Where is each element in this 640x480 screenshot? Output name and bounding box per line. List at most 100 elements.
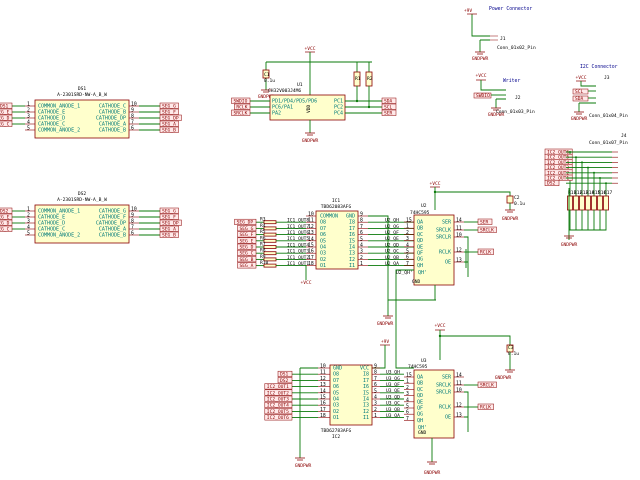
ds1-right-num: 9 bbox=[131, 108, 134, 114]
ds2-ref: DS2 bbox=[78, 191, 87, 197]
j4-resistor bbox=[573, 195, 579, 211]
ic2-left-num: 18 bbox=[320, 413, 326, 419]
ds2-left-label bbox=[0, 213, 13, 220]
ic2-left-pin: O7 bbox=[333, 378, 339, 384]
ds2-left-num: 2 bbox=[27, 213, 30, 219]
ic1-seg-label-text: SEG_B bbox=[240, 257, 254, 263]
u3-left-num: 2 bbox=[406, 385, 409, 391]
u3-left-num: 5 bbox=[406, 404, 409, 410]
ic2-left-num: 15 bbox=[320, 395, 326, 401]
u1-right-pin: PC2 bbox=[334, 105, 343, 111]
ds2-left-pin: CATHODE_E bbox=[38, 215, 65, 221]
display-ds2[interactable]: DS2 A-2301SRD-NW-A_B_W COMMON_ANODE_11DS… bbox=[0, 191, 182, 244]
j1-ref: J1 bbox=[500, 36, 506, 42]
u3-gnd-pin: GND bbox=[418, 430, 427, 436]
ds2-left-label-text: SEG_D bbox=[0, 221, 10, 227]
u2-right-num: 12 bbox=[456, 248, 462, 254]
power-connector[interactable]: Power Connector +9V GNDPWR J1 Conn_01x02… bbox=[464, 6, 536, 62]
u2-value: 74HC595 bbox=[410, 210, 430, 216]
ic2-out-label bbox=[264, 395, 293, 402]
mcu-u1[interactable]: +VCC C1 0.1u GNDPWR R1 R2 U1 CH32V003J4M… bbox=[231, 46, 397, 144]
ds1-left-num: 3 bbox=[27, 114, 30, 120]
ds2-right-label bbox=[159, 231, 179, 238]
net-label-scl-j3: SCL bbox=[575, 89, 584, 95]
u1-right-pin: PC4 bbox=[334, 111, 343, 117]
j4-net-label-text: IC2_OUT1 bbox=[547, 176, 569, 182]
svg-text:U2_QH': U2_QH' bbox=[396, 270, 413, 276]
u1-right-label-text: SER bbox=[384, 111, 393, 117]
gnd-symbol-j4: GNDPWR bbox=[561, 242, 578, 248]
u2-left-num: 6 bbox=[406, 255, 409, 261]
ic2-right-pin: I3 bbox=[363, 403, 369, 409]
cascade-net: U2_QH' bbox=[395, 269, 414, 369]
ic1-seg-label bbox=[237, 231, 257, 238]
c3-ref: C3 bbox=[508, 345, 514, 351]
ds1-left-num: 5 bbox=[27, 126, 30, 132]
gnd-symbol-c1: GNDPWR bbox=[258, 94, 275, 100]
u3-right-num: 12 bbox=[456, 403, 462, 409]
ic1-right-num: 7 bbox=[360, 224, 363, 230]
u3-value: 74HC595 bbox=[408, 364, 428, 370]
u2-left-num: 5 bbox=[406, 249, 409, 255]
ds1-right-label-text: SEG_A bbox=[162, 122, 176, 128]
ic2-right-num: 2 bbox=[374, 407, 377, 413]
ds1-left-num: 4 bbox=[27, 120, 30, 126]
display-ds1[interactable]: DS1 A-2301SRD-NW-A_B_W COMMON_ANODE_11DS… bbox=[0, 86, 182, 139]
u3-left-pin: QG bbox=[417, 412, 423, 418]
ds1-right-label bbox=[159, 108, 179, 115]
j3-value: Conn_01x04_Pin bbox=[589, 113, 628, 119]
u1-ref: U1 bbox=[297, 82, 303, 88]
svg-text:R2: R2 bbox=[367, 76, 373, 82]
ic1-out-net: IC1_OUT3 bbox=[287, 249, 309, 255]
u3-left-num: 4 bbox=[406, 397, 409, 403]
j4-net-label-text: IC2_OUT4 bbox=[547, 160, 569, 166]
ic2-in-net: U3_QF bbox=[386, 382, 400, 388]
j4-net-label-text: DS2 bbox=[547, 181, 556, 187]
j4-resistor bbox=[579, 195, 585, 211]
i2c-connector[interactable]: I2C Connector +VCC SCL SDA GNDPWR J3 Con… bbox=[571, 64, 628, 122]
ic1-seg-label bbox=[237, 262, 257, 269]
ic1-left-pin: O1 bbox=[320, 263, 326, 269]
u2-right-num: 14 bbox=[456, 218, 462, 224]
ic1-res-ref: R3 bbox=[260, 217, 266, 223]
j4-resistor bbox=[591, 195, 597, 211]
writer-title: Writer bbox=[503, 78, 520, 84]
ic2-ref: IC2 bbox=[332, 434, 341, 440]
ds1-right-pin: CATHODE_C bbox=[99, 104, 126, 110]
u1-left-label-text: SRCLK bbox=[234, 111, 248, 117]
ic2-left-pin: O5 bbox=[333, 390, 339, 396]
ic1-res-ref: R5 bbox=[260, 229, 266, 235]
ic2-right-num: 4 bbox=[374, 395, 377, 401]
shift-register-u2[interactable]: +VCC C2 0.1u GNDPWR U2 74HC595 QA15QB1QC… bbox=[377, 181, 526, 327]
u1-right-pin: PC1 bbox=[334, 99, 343, 105]
capacitor-c1 bbox=[262, 69, 270, 79]
ds2-right-label-text: SEG_A bbox=[162, 227, 176, 233]
u3-right-num: 13 bbox=[456, 413, 462, 419]
ic1-left-num: 13 bbox=[308, 230, 314, 236]
u1-right-label-text: SDA bbox=[384, 99, 393, 105]
driver-ic1[interactable]: IC1 TBD62083AFG COMMON10O811O712O613O514… bbox=[234, 198, 414, 286]
ic1-ref: IC1 bbox=[332, 198, 341, 204]
j4-value: Conn_01x07_Pin bbox=[589, 140, 628, 146]
ds2-right-num: 10 bbox=[131, 207, 137, 213]
j4-res-ref: R13 bbox=[580, 190, 589, 196]
u3-right-pin: SRCLR bbox=[436, 390, 452, 396]
j4-net-label bbox=[544, 179, 560, 186]
ds1-right-num: 10 bbox=[131, 102, 137, 108]
shift-register-u3[interactable]: +VCC C3 0.1u GNDPWR U3 74HC595 QA15QB1QC… bbox=[404, 323, 519, 476]
ic2-left-pin: GND bbox=[333, 366, 342, 372]
driver-ic2[interactable]: +9V TBD62783AFG IC2 GND10O811DS1O712DS2O… bbox=[264, 339, 404, 469]
ds2-right-pin: CATHODE_A bbox=[99, 227, 126, 233]
gnd-symbol-c2: GNDPWR bbox=[502, 216, 519, 222]
u3-right-pin: SER bbox=[442, 375, 452, 381]
j4-connector[interactable]: J4 Conn_01x07_Pin IC2_OUT6R11IC2_OUT5R12… bbox=[544, 133, 628, 248]
j1-value: Conn_01x02_Pin bbox=[497, 45, 536, 51]
u3-left-num: 3 bbox=[406, 391, 409, 397]
ds2-right-label bbox=[159, 219, 182, 226]
ic1-in-net: U2_QG bbox=[385, 224, 399, 230]
ds2-left-pin: COMMON_ANODE_1 bbox=[38, 209, 80, 215]
writer-connector[interactable]: Writer +VCC SWDIO GNDPWR J2 Conn_01x03_P… bbox=[473, 73, 535, 118]
ds2-left-num: 3 bbox=[27, 219, 30, 225]
j4-res-ref: R14 bbox=[586, 190, 595, 196]
u3-left-pin: QD bbox=[417, 393, 423, 399]
